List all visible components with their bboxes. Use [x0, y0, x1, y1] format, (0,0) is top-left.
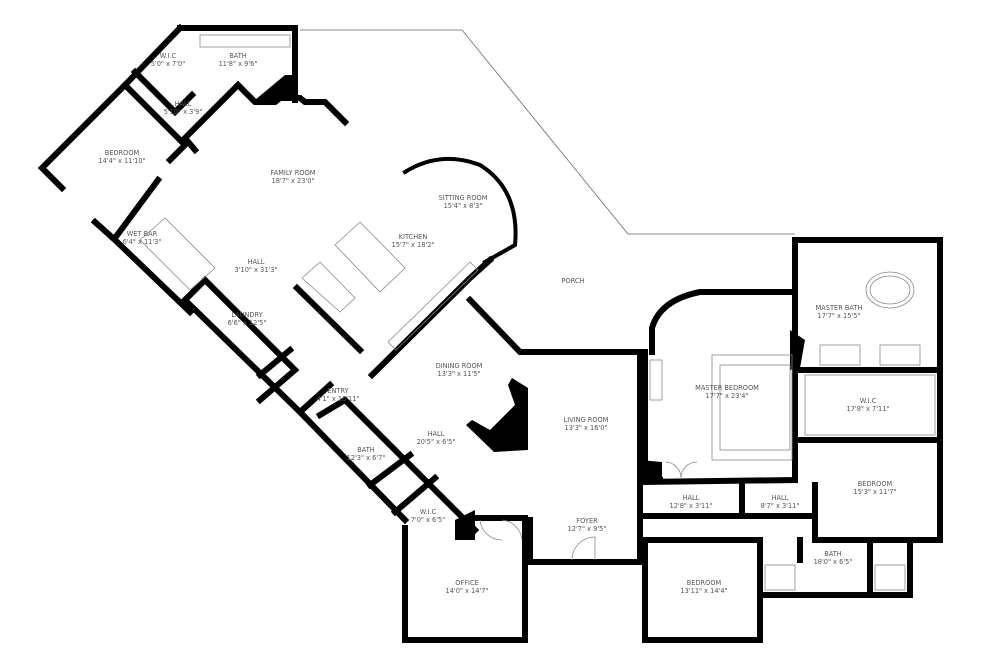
fixtures: [139, 34, 936, 591]
room-name: PORCH: [562, 277, 585, 285]
room-name: BEDROOM: [687, 579, 722, 587]
room-dimensions: 5'0" x 7'0": [151, 60, 186, 68]
room-name: HALL: [772, 494, 789, 502]
room-name: HALL: [175, 100, 192, 108]
room-name: MASTER BATH: [816, 304, 863, 312]
room-dimensions: 7'0" x 6'5": [411, 516, 446, 524]
wall-mass: [640, 460, 662, 482]
wall-mass: [255, 75, 295, 100]
room-dimensions: 5'10" x 3'9": [164, 108, 203, 116]
room-dimensions: 3'10" x 31'3": [235, 266, 278, 274]
room-dimensions: 15'7" x 18'2": [392, 241, 435, 249]
room-dimensions: 12'7" x 9'5": [568, 525, 607, 533]
room-label-w-i-c: W.I.C5'0" x 7'0": [151, 52, 186, 68]
porch-outline: [300, 29, 795, 235]
room-dimensions: 13'3" x 11'5": [438, 370, 481, 378]
room-name: SITTING ROOM: [439, 194, 488, 202]
room-dimensions: 14'0" x 14'7": [446, 587, 489, 595]
wall-mass: [790, 330, 805, 370]
room-dimensions: 6'4" x 11'3": [123, 238, 162, 246]
room-dimensions: 20'5" x 6'5": [417, 438, 456, 446]
room-name: W.I.C: [160, 52, 177, 60]
sitting-room-bay-window: [402, 156, 518, 265]
room-dimensions: 4'1" x 10'11": [317, 395, 360, 403]
fireplace-mass: [466, 378, 528, 452]
walls: [37, 23, 943, 643]
room-name: LIVING ROOM: [564, 416, 609, 424]
room-name: WET BAR: [127, 230, 158, 238]
room-name: BATH: [229, 52, 247, 60]
room-dimensions: 18'7" x 23'0": [272, 177, 315, 185]
room-dimensions: 14'4" x 11'10": [98, 157, 145, 165]
room-name: BEDROOM: [105, 149, 140, 157]
room-label-w-i-c: W.I.C7'0" x 6'5": [411, 508, 446, 524]
room-name: BATH: [357, 446, 375, 454]
room-name: W.I.C: [860, 397, 877, 405]
room-dimensions: 12'3" x 6'7": [347, 454, 386, 462]
room-name: MASTER BEDROOM: [695, 384, 759, 392]
room-dimensions: 18'0" x 6'5": [814, 558, 853, 566]
room-name: BEDROOM: [858, 480, 893, 488]
room-name: KITCHEN: [399, 233, 428, 241]
room-dimensions: 12'8" x 3'11": [670, 502, 713, 510]
room-name: HALL: [428, 430, 445, 438]
room-name: LAUNDRY: [231, 311, 263, 319]
room-name: OFFICE: [455, 579, 479, 587]
room-dimensions: 15'4" x 8'3": [444, 202, 483, 210]
room-name: FAMILY ROOM: [271, 169, 316, 177]
room-dimensions: 8'7" x 3'11": [761, 502, 800, 510]
room-label-w-i-c: W.I.C17'8" x 7'11": [847, 397, 890, 413]
room-name: FOYER: [576, 517, 598, 525]
room-dimensions: 13'11" x 14'4": [680, 587, 727, 595]
room-dimensions: 17'8" x 7'11": [847, 405, 890, 413]
room-dimensions: 13'3" x 16'0": [565, 424, 608, 432]
room-dimensions: 6'6" x 12'5": [228, 319, 267, 327]
room-dimensions: 17'7" x 23'4": [706, 392, 749, 400]
room-name: ENTRY: [327, 387, 349, 395]
room-name: HALL: [683, 494, 700, 502]
wall-mass: [455, 510, 475, 540]
room-name: BATH: [824, 550, 842, 558]
room-name: W.I.C: [420, 508, 437, 516]
room-dimensions: 15'3" x 11'7": [854, 488, 897, 496]
room-dimensions: 17'7" x 15'5": [818, 312, 861, 320]
room-label-porch: PORCH: [562, 277, 585, 285]
room-name: DINING ROOM: [436, 362, 483, 370]
room-name: HALL: [248, 258, 265, 266]
room-dimensions: 11'8" x 9'6": [219, 60, 258, 68]
